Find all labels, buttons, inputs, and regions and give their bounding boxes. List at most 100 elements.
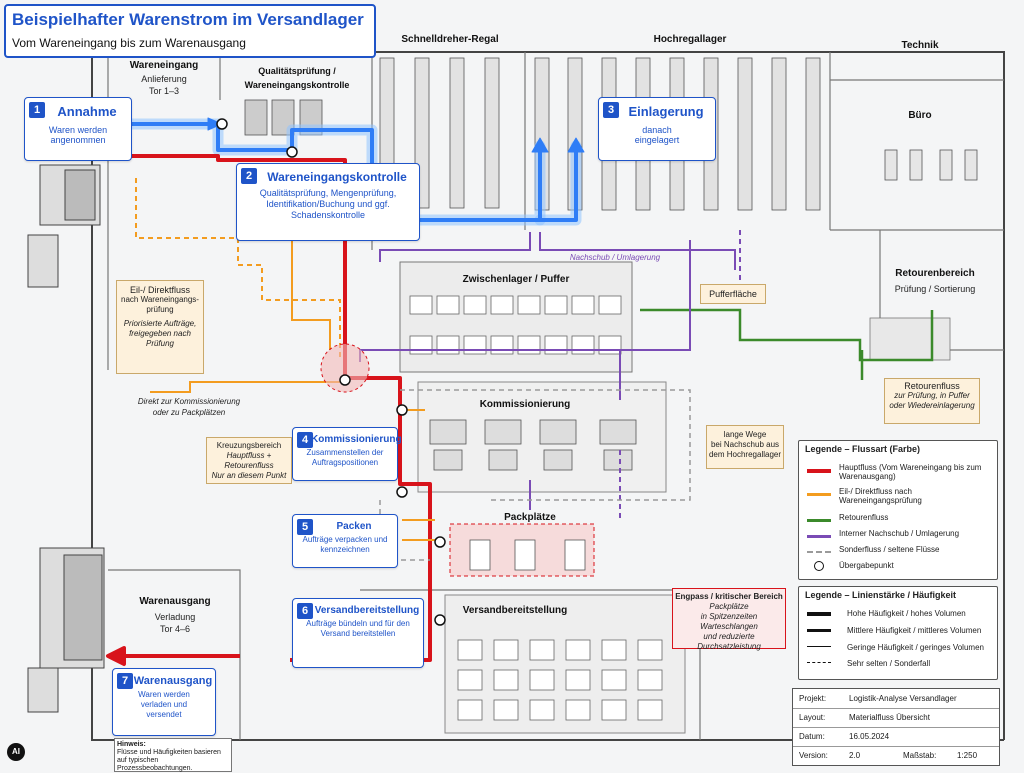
note-engpass-title: Engpass / kritischer Bereich xyxy=(675,592,783,601)
pallet xyxy=(493,639,519,661)
zone-warenausgang-sub1: Verladung xyxy=(154,612,196,622)
title-box: Beispielhafter Warenstrom im Versandlage… xyxy=(4,4,376,58)
pallet xyxy=(601,639,627,661)
legend-item-intern: Interner Nachschub / Umlagerung xyxy=(807,529,993,543)
pallet xyxy=(571,295,595,315)
legend-label: Eil-/ Direktfluss nach Wareneingangsprüf… xyxy=(839,487,922,505)
handover-circle-icon xyxy=(814,561,824,571)
hint-box: Hinweis: Flüsse und Häufigkeiten basiere… xyxy=(114,738,232,772)
project-key: Datum: xyxy=(799,732,825,741)
step-number: 2 xyxy=(241,168,257,184)
legend-flow-color: Legende – Flussart (Farbe) Hauptfluss (V… xyxy=(798,440,998,580)
zone-technik-title: Technik xyxy=(901,40,939,51)
zone-wareneingang-title: Wareneingang xyxy=(129,60,199,71)
note-engpass-line2: Packplätze xyxy=(709,602,749,611)
versand-pallets xyxy=(457,639,663,721)
handover-points xyxy=(216,118,446,626)
legend-label: Mittlere Häufigkeit / mittleres Volumen xyxy=(847,626,982,635)
note-retourenfluss: Retourenfluss zur Prüfung, in Puffer ode… xyxy=(884,378,980,424)
zone-retouren-title: Retourenbereich xyxy=(895,268,975,279)
pick-station xyxy=(433,449,463,471)
zone-wareneingang-sub1: Anlieferung xyxy=(141,74,187,84)
step-number: 4 xyxy=(297,432,313,448)
pallet xyxy=(565,639,591,661)
pallet xyxy=(529,669,555,691)
legend-label: Interner Nachschub / Umlagerung xyxy=(839,529,960,538)
zone-packplaetze-title: Packplätze xyxy=(504,512,556,523)
pallet xyxy=(601,699,627,721)
step-desc: Zusammenstellen der Auftragspositionen xyxy=(306,448,384,467)
step-number: 1 xyxy=(29,102,45,118)
step-number: 7 xyxy=(117,673,133,689)
scale-label: Maßstab: xyxy=(903,751,937,760)
pallet xyxy=(637,669,663,691)
legend-label: Hauptfluss (Vom Wareneingang bis zum War… xyxy=(839,463,982,481)
pallet xyxy=(457,699,483,721)
step-title: Kommissionierung xyxy=(311,434,402,445)
legend-width-low: Geringe Häufigkeit / geringes Volumen xyxy=(807,643,993,657)
step-number: 3 xyxy=(603,102,619,118)
project-row: Version:2.0 Maßstab: 1:250 xyxy=(793,746,999,765)
note-eil-line6: Prüfung xyxy=(145,339,175,348)
note-kreuzung-line3: Nur an diesem Punkt xyxy=(211,471,287,480)
pallet xyxy=(565,669,591,691)
pallet xyxy=(409,335,433,355)
pallet xyxy=(463,335,487,355)
note-direkt: Direkt zur Kommissionierung oder zu Pack… xyxy=(124,396,254,418)
project-key: Layout: xyxy=(799,713,826,722)
crossing-area xyxy=(320,343,370,393)
pick-station xyxy=(603,449,633,471)
pallet xyxy=(544,335,568,355)
pallet xyxy=(517,295,541,315)
pallet xyxy=(601,669,627,691)
pallet xyxy=(457,639,483,661)
step-kommissionierung: 4 Kommissionierung Zusammenstellen der A… xyxy=(292,427,402,481)
legend-width-rare: Sehr selten / Sonderfall xyxy=(807,659,993,673)
note-retour-line3: oder Wiedereinlagerung xyxy=(889,401,975,410)
note-direkt-line2: oder zu Packplätzen xyxy=(152,408,226,417)
truck-inbound-icon xyxy=(27,164,101,288)
rack xyxy=(771,57,787,211)
zone-warenausgang-sub2: Tor 4–6 xyxy=(159,624,191,634)
pallet xyxy=(565,699,591,721)
step-desc: danach eingelagert xyxy=(634,125,680,145)
legend-width-high: Hohe Häufigkeit / hohes Volumen xyxy=(807,609,993,623)
step-desc: Waren werden angenommen xyxy=(48,125,108,145)
pallet xyxy=(490,335,514,355)
step-title: Versandbereitstellung xyxy=(314,605,420,616)
project-value: 16.05.2024 xyxy=(849,732,890,741)
legend-item-main: Hauptfluss (Vom Wareneingang bis zum War… xyxy=(807,463,993,485)
step-desc: Waren werden verladen und versendet xyxy=(138,690,190,719)
note-langewege-line3: dem Hochregallager xyxy=(708,450,782,459)
note-eil-line5: freigegeben nach xyxy=(129,329,191,338)
legend-width-mid: Mittlere Häufigkeit / mittleres Volumen xyxy=(807,626,993,640)
note-retour-line2: zur Prüfung, in Puffer xyxy=(894,391,970,400)
note-langewege-line2: bei Nachschub aus xyxy=(710,440,780,449)
pallet xyxy=(529,639,555,661)
note-kreuzung: Kreuzungsbereich Hauptfluss + Retourenfl… xyxy=(206,437,292,484)
pallet xyxy=(490,295,514,315)
note-eil-line4: Priorisierte Aufträge, xyxy=(123,319,197,328)
pick-station xyxy=(543,449,573,471)
pallet xyxy=(598,335,622,355)
zone-qualitaet-title: Qualitätsprüfung / xyxy=(258,66,336,76)
legend-label: Sonderfluss / seltene Flüsse xyxy=(839,545,940,554)
packstations xyxy=(469,539,586,571)
project-value: Logistik-Analyse Versandlager xyxy=(849,694,957,703)
ai-badge-icon: AI xyxy=(7,743,25,761)
note-engpass-line3: in Spitzenzeiten Warteschlangen xyxy=(700,612,758,631)
legend-color-title: Legende – Flussart (Farbe) xyxy=(805,444,921,454)
pallet xyxy=(436,295,460,315)
pallet xyxy=(544,295,568,315)
note-eil-title: Eil-/ Direktfluss xyxy=(129,285,190,295)
zone-qualitaet-title2: Wareneingangskontrolle xyxy=(244,80,350,90)
step-annahme: 1 Annahme Waren werden angenommen xyxy=(24,97,132,161)
pick-station xyxy=(539,419,577,445)
zone-kommissionierung-title: Kommissionierung xyxy=(479,399,571,410)
zone-schnelldreher-title: Schnelldreher-Regal xyxy=(401,34,499,45)
step-number: 5 xyxy=(297,519,313,535)
legend-item-special: Sonderfluss / seltene Flüsse xyxy=(807,545,993,559)
project-row: Layout:Materialfluss Übersicht xyxy=(793,708,999,728)
step-desc: Aufträge verpacken und kennzeichnen xyxy=(302,535,388,554)
pick-station xyxy=(488,449,518,471)
